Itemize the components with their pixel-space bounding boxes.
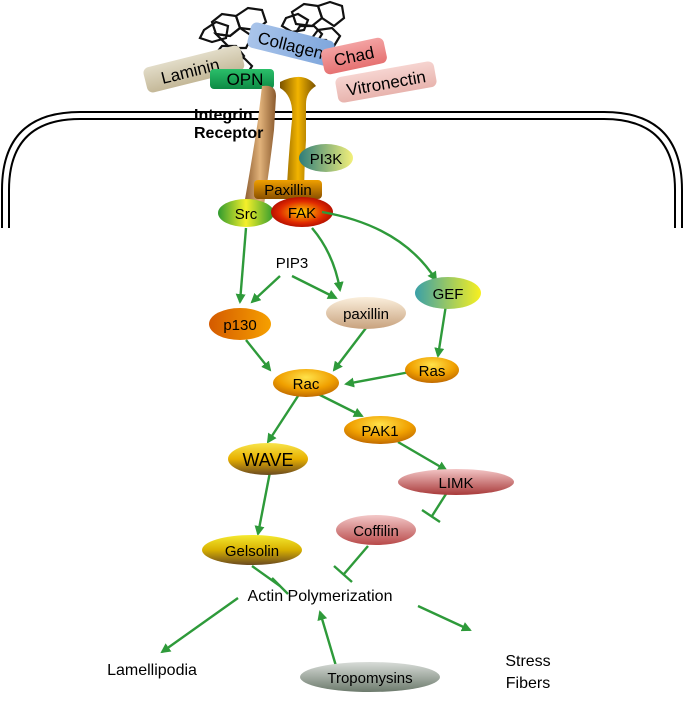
arrow-pip3-p130 bbox=[250, 275, 281, 304]
wave-node bbox=[228, 443, 308, 475]
receptor-label: Receptor bbox=[194, 125, 263, 142]
arrow-pak1-limk bbox=[397, 440, 448, 472]
inhibition-lines bbox=[251, 493, 448, 595]
arrow-pip3-paxillin bbox=[291, 274, 338, 300]
wave-label: WAVE bbox=[242, 450, 293, 470]
arrow-fak-gef bbox=[321, 210, 438, 282]
arrow-ras-rac bbox=[344, 370, 411, 388]
paxillin-label: paxillin bbox=[343, 306, 389, 323]
coffilin-node bbox=[336, 515, 416, 545]
stress-label: Stress bbox=[505, 653, 550, 670]
integrin-label: Integrin bbox=[194, 107, 253, 124]
chad-box: Chad bbox=[321, 37, 387, 75]
arrow-p130-rac bbox=[245, 339, 272, 372]
rac-label: Rac bbox=[293, 376, 320, 393]
arrow-actin-stressfibers bbox=[417, 604, 472, 632]
actin-polymerization-label: Actin Polymerization bbox=[248, 588, 393, 605]
opn-label: OPN bbox=[227, 70, 264, 89]
pi3k-node bbox=[299, 144, 353, 172]
arrow-rac-pak1 bbox=[317, 392, 364, 418]
activation-arrows bbox=[160, 210, 472, 667]
fibers-label: Fibers bbox=[506, 675, 550, 692]
inhibit-limk-bar bbox=[421, 509, 441, 523]
gef-label: GEF bbox=[433, 286, 464, 303]
limk-label: LIMK bbox=[438, 475, 473, 492]
arrow-src-p130 bbox=[235, 227, 248, 304]
arrow-wave-gelsolin bbox=[254, 471, 272, 536]
arrow-gef-ras bbox=[434, 304, 448, 358]
integrin-receptor bbox=[244, 76, 316, 205]
inhibit-gelsolin-bar bbox=[271, 577, 289, 595]
lamellipodia-label: Lamellipodia bbox=[107, 662, 197, 679]
arrow-fak-paxillin bbox=[311, 227, 344, 292]
pak1-label: PAK1 bbox=[361, 423, 398, 440]
src-node bbox=[218, 199, 274, 227]
fak-label: FAK bbox=[288, 205, 316, 222]
paxillin-top-label: Paxillin bbox=[264, 182, 312, 199]
rac-node bbox=[273, 369, 339, 397]
pak1-node bbox=[344, 416, 416, 444]
paxillin-node bbox=[326, 297, 406, 329]
arrow-tropomysins-actin bbox=[317, 610, 338, 667]
src-label: Src bbox=[235, 206, 258, 223]
inhibit-coffilin-bar bbox=[333, 565, 353, 583]
gelsolin-label: Gelsolin bbox=[225, 543, 279, 560]
opn-box: OPN bbox=[210, 69, 274, 89]
tropomysins-label: Tropomysins bbox=[327, 670, 412, 687]
p130-node bbox=[209, 308, 271, 340]
vitronectin-box: Vitronectin bbox=[335, 61, 437, 103]
arrow-actin-lamellipodia bbox=[160, 597, 239, 654]
limk-node bbox=[398, 469, 514, 495]
arrow-paxillin-rac bbox=[332, 327, 367, 372]
pi3k-label: PI3K bbox=[310, 151, 343, 168]
inhibit-limk-coffilin bbox=[430, 493, 448, 517]
ras-node bbox=[405, 357, 459, 383]
pip3-label: PIP3 bbox=[276, 255, 309, 272]
p130-label: p130 bbox=[223, 317, 256, 334]
arrow-rac-wave bbox=[266, 395, 300, 444]
tropomysins-node bbox=[300, 662, 440, 692]
coffilin-label: Coffilin bbox=[353, 523, 399, 540]
fak-node bbox=[271, 197, 333, 227]
inhibit-coffilin-actin bbox=[343, 545, 369, 575]
gef-node bbox=[415, 277, 481, 309]
cell-membrane bbox=[1, 111, 683, 228]
gelsolin-node bbox=[202, 535, 302, 565]
paxillin-top-node bbox=[254, 180, 322, 199]
ras-label: Ras bbox=[419, 363, 446, 380]
